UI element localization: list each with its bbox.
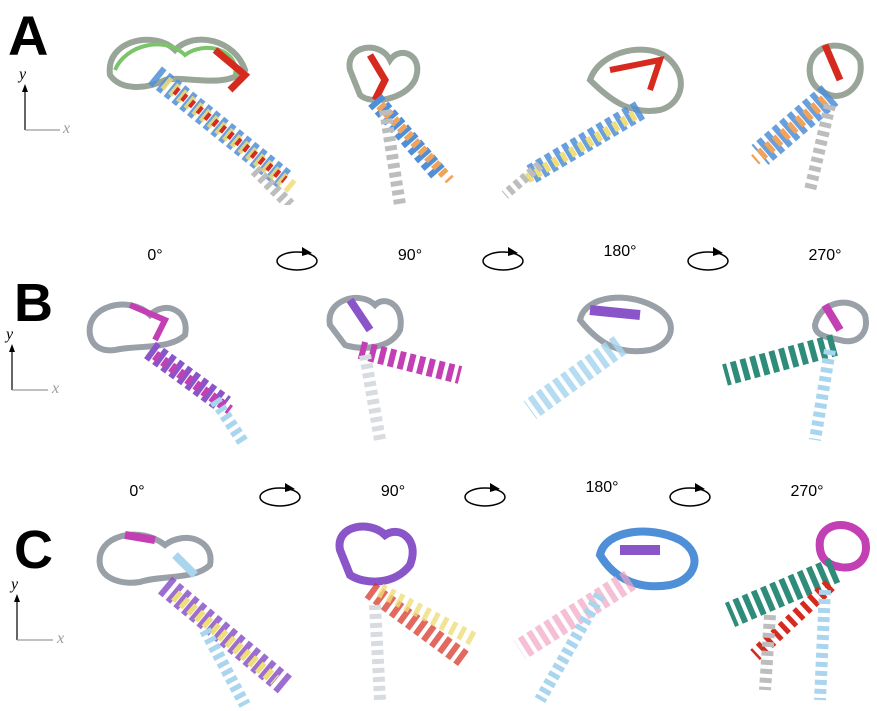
protein-view-a-270deg	[740, 35, 870, 195]
protein-view-c-0deg	[85, 520, 305, 710]
panel-c-axes: y x	[5, 580, 75, 660]
axis-x-label: x	[57, 630, 64, 648]
rotate-icon	[665, 480, 715, 510]
protein-view-b-90deg	[320, 290, 470, 450]
protein-view-b-270deg	[715, 285, 875, 445]
protein-view-b-180deg	[510, 290, 700, 440]
panel-c: C y x	[0, 515, 877, 711]
protein-view-b-0deg	[75, 290, 265, 450]
angle-label-270: 270°	[795, 247, 855, 265]
panel-c-letter: C	[14, 523, 53, 577]
angle-label-90: 90°	[380, 247, 440, 265]
axis-x-label: x	[63, 120, 70, 138]
protein-view-a-0deg	[95, 20, 310, 205]
axis-y-label: y	[19, 66, 26, 84]
protein-view-c-270deg	[710, 515, 877, 705]
protein-view-c-180deg	[500, 520, 720, 705]
panel-a-axes: y x	[15, 70, 85, 150]
angle-label-90: 90°	[363, 483, 423, 501]
angle-label-180: 180°	[590, 243, 650, 261]
angle-row-2: 0° 90° 180° 270°	[0, 475, 877, 515]
panel-b-letter: B	[14, 276, 53, 330]
panel-b-axes: y x	[0, 330, 70, 410]
panel-a-letter: A	[8, 8, 48, 64]
axis-y-label: y	[11, 576, 18, 594]
panel-b: B y x	[0, 270, 877, 470]
angle-label-0: 0°	[125, 247, 185, 265]
rotate-icon	[460, 480, 510, 510]
protein-view-a-90deg	[330, 40, 480, 215]
angle-label-180: 180°	[572, 479, 632, 497]
panel-a: A y x	[0, 0, 877, 230]
angle-label-270: 270°	[777, 483, 837, 501]
protein-view-a-180deg	[500, 40, 700, 200]
axis-x-label: x	[52, 380, 59, 398]
protein-view-c-90deg	[325, 520, 485, 705]
axis-y-label: y	[6, 326, 13, 344]
angle-label-0: 0°	[107, 483, 167, 501]
rotate-icon	[255, 480, 305, 510]
